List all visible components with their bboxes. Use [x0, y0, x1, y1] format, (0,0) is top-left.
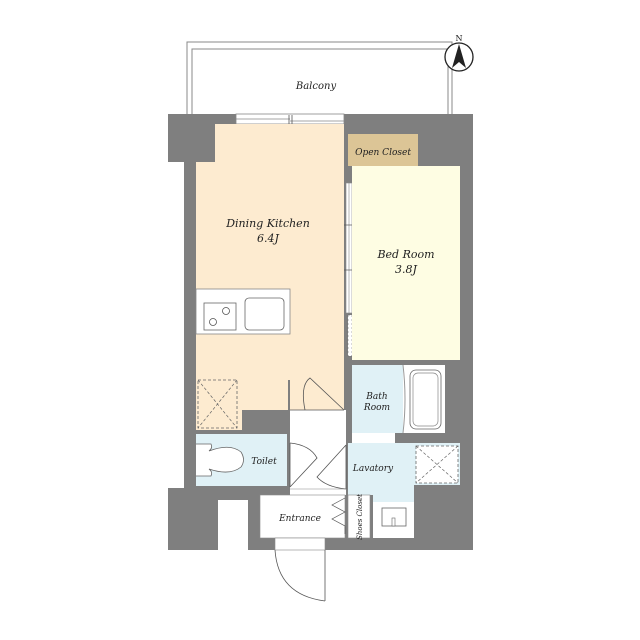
lavatory-label: Lavatory [352, 464, 394, 474]
bath-room-label-1: Bath [365, 392, 387, 402]
open-closet-label: Open Closet [355, 148, 411, 158]
sliding-door-bedroom[interactable] [344, 124, 354, 360]
bed-room-label: Bed Room [376, 248, 434, 261]
room-shoes-closet[interactable]: Shoes Closet [347, 494, 371, 540]
toilet-icon [196, 443, 244, 477]
door-lavatory[interactable] [316, 444, 347, 490]
room-bath-room[interactable]: Bath Room [352, 364, 445, 443]
room-lavatory[interactable]: Lavatory [348, 443, 460, 538]
entrance-label: Entrance [278, 514, 321, 524]
sink-icon [244, 297, 285, 331]
room-dining-kitchen[interactable]: Dining Kitchen 6.4J [195, 124, 344, 430]
bed-room-size: 3.8J [395, 263, 417, 276]
toilet-label: Toilet [251, 457, 277, 467]
hallway [290, 410, 346, 495]
shoes-closet-door [331, 497, 346, 534]
stove-icon [203, 302, 237, 331]
compass-north-icon: N [444, 34, 474, 72]
dining-kitchen-size: 6.4J [257, 232, 279, 245]
refrigerator-space-icon [197, 379, 238, 429]
room-bed-room[interactable]: Bed Room 3.8J [352, 166, 460, 360]
room-toilet[interactable]: Toilet [196, 434, 287, 486]
bath-room-label-2: Room [363, 403, 390, 413]
bathtub-icon [409, 369, 442, 430]
balcony-window[interactable] [235, 113, 345, 125]
door-kitchen[interactable] [290, 377, 345, 411]
dining-kitchen-label: Dining Kitchen [225, 217, 310, 230]
shoes-closet-label: Shoes Closet [356, 494, 364, 540]
room-entrance[interactable]: Entrance [259, 488, 346, 539]
kitchen-counter [195, 288, 291, 335]
balcony: Balcony [186, 41, 453, 116]
balcony-label: Balcony [295, 81, 337, 92]
room-open-closet[interactable]: Open Closet [348, 134, 418, 166]
washer-space-icon [415, 445, 459, 484]
compass-label: N [456, 34, 463, 43]
entry-door[interactable] [274, 537, 326, 602]
door-toilet[interactable] [289, 442, 318, 488]
